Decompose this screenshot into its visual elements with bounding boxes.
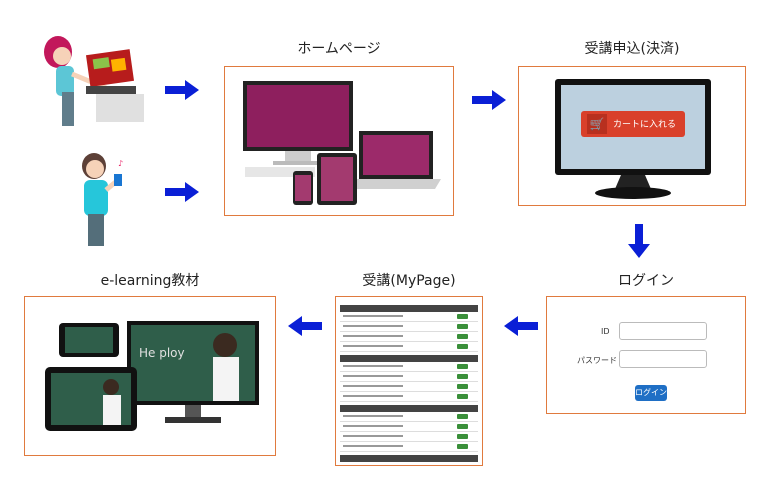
password-label: パスワード [577, 356, 617, 365]
homepage-box [224, 66, 454, 216]
password-input[interactable] [619, 350, 707, 368]
arrow-down-icon [628, 224, 650, 258]
list-item[interactable] [340, 332, 478, 342]
add-to-cart-label: カートに入れる [613, 120, 677, 130]
svg-text:♪: ♪ [118, 159, 123, 168]
arrow-right-icon [165, 182, 199, 202]
homepage-title: ホームページ [297, 41, 381, 57]
list-item[interactable] [340, 322, 478, 332]
list-item[interactable] [340, 312, 478, 322]
add-to-cart-button[interactable]: 🛒 カートに入れる [581, 111, 685, 137]
mypage-title: 受講(MyPage) [362, 273, 456, 289]
cart-icon: 🛒 [587, 114, 607, 134]
list-item[interactable] [340, 382, 478, 392]
elearning-title: e-learning教材 [100, 273, 200, 289]
course-section-header [340, 405, 478, 412]
list-item[interactable] [340, 362, 478, 372]
list-item[interactable] [340, 372, 478, 382]
list-item[interactable] [340, 412, 478, 422]
id-label: ID [601, 327, 610, 336]
devices-illustration [243, 81, 441, 205]
course-section-header [340, 305, 478, 312]
arrow-right-icon [165, 80, 199, 100]
arrow-left-icon [288, 316, 322, 336]
person-laptop-illustration [44, 36, 144, 126]
login-box: ID パスワード ログイン [546, 296, 746, 414]
course-section-header [340, 355, 478, 362]
list-item[interactable] [340, 422, 478, 432]
course-section-header [340, 455, 478, 462]
arrow-right-icon [472, 90, 506, 110]
list-item[interactable] [340, 392, 478, 402]
arrow-left-icon [504, 316, 538, 336]
list-item[interactable] [340, 342, 478, 352]
list-item[interactable] [340, 432, 478, 442]
course-list [340, 302, 478, 462]
elearning-devices-illustration: He ploy [45, 321, 259, 431]
svg-text:He ploy: He ploy [139, 346, 185, 360]
monitor-illustration [555, 79, 711, 199]
list-item[interactable] [340, 442, 478, 452]
person-smartphone-illustration: ♪ [82, 153, 123, 246]
login-button[interactable]: ログイン [635, 385, 667, 401]
id-input[interactable] [619, 322, 707, 340]
elearning-box: He ploy [24, 296, 276, 456]
login-title: ログイン [618, 273, 674, 289]
apply-box: 🛒 カートに入れる [518, 66, 746, 206]
apply-title: 受講申込(決済) [584, 41, 680, 57]
